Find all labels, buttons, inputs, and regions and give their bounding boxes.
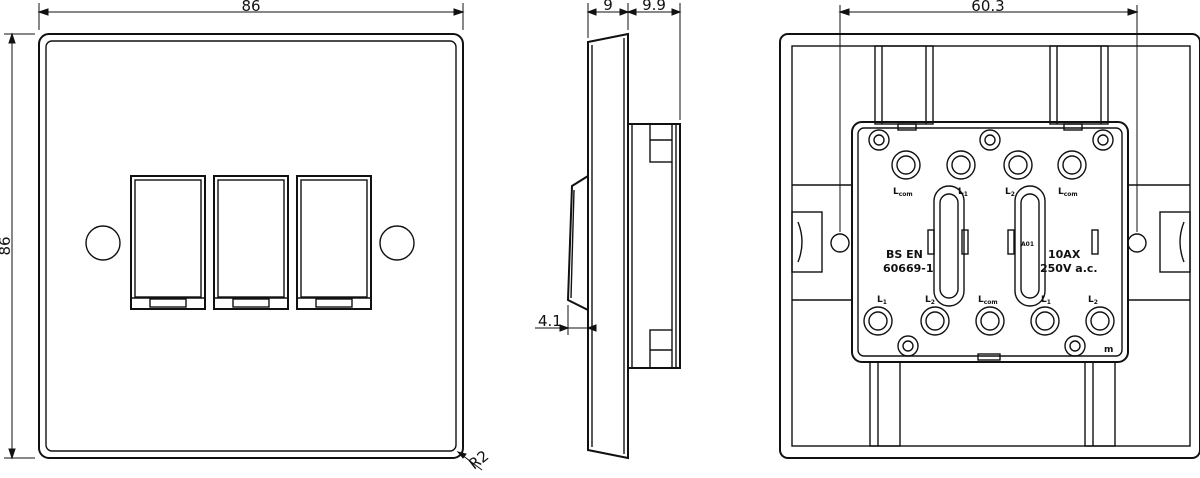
terminal-label-bottom-3: Lcom <box>978 295 998 306</box>
dimension-rocker <box>535 305 597 335</box>
dimension-fixing-centres-label: 60.3 <box>971 0 1004 15</box>
front-plate-inner-edge <box>45 40 457 452</box>
terminal-label-bottom-1: L1 <box>877 295 887 306</box>
dimension-fixing-centres <box>838 5 1139 232</box>
dimension-back-depth-label: 9.9 <box>642 0 666 14</box>
rocker-2 <box>213 175 289 310</box>
terminal-label-bottom-2: L2 <box>925 295 935 306</box>
dimension-depth <box>586 3 682 120</box>
terminal-label-top-1: Lcom <box>893 187 913 198</box>
dimension-height <box>4 32 35 460</box>
module-screws <box>868 129 1114 357</box>
screw-hole-left <box>85 225 121 261</box>
rocker-3 <box>296 175 372 310</box>
front-plate-outline <box>38 33 464 459</box>
rocker-profile <box>566 175 589 311</box>
side-view: 9 9.9 4.1 <box>535 0 682 460</box>
dimension-width <box>37 3 465 30</box>
fixing-hole-right <box>1127 233 1147 253</box>
dimension-radius <box>456 451 483 471</box>
mechanism-slot-left <box>933 185 965 307</box>
plate-profile <box>587 32 629 460</box>
dimension-height-label: 86 <box>0 236 14 255</box>
fixing-hole-left <box>830 233 850 253</box>
standard-line-2: 60669-1 <box>883 262 934 275</box>
back-view <box>779 5 1200 459</box>
maker-mark: m <box>1104 345 1113 355</box>
dimension-width-label: 86 <box>241 0 260 15</box>
dimension-plate-depth-label: 9 <box>603 0 613 14</box>
terminal-label-top-4: Lcom <box>1058 187 1078 198</box>
terminals-bottom <box>863 306 1115 336</box>
mechanism-slot-right <box>1014 185 1046 307</box>
standard-line-1: BS EN <box>886 248 923 261</box>
product-code: A01 <box>1021 241 1034 248</box>
rocker-1 <box>130 175 206 310</box>
switch-module <box>851 121 1129 363</box>
terminal-label-bottom-4: L1 <box>1041 295 1051 306</box>
terminal-label-top-3: L2 <box>1005 187 1015 198</box>
terminals-top <box>891 150 1087 180</box>
terminal-label-top-2: L1 <box>958 187 968 198</box>
rating-line-1: 10AX <box>1048 248 1081 261</box>
rating-line-2: 250V a.c. <box>1040 262 1098 275</box>
dimension-radius-label: R2 <box>465 447 492 473</box>
terminal-label-bottom-5: L2 <box>1088 295 1098 306</box>
back-plate-outline <box>779 33 1200 459</box>
front-view: 86 86 R2 <box>0 0 492 473</box>
dimension-rocker-label: 4.1 <box>538 312 562 330</box>
screw-hole-right <box>379 225 415 261</box>
